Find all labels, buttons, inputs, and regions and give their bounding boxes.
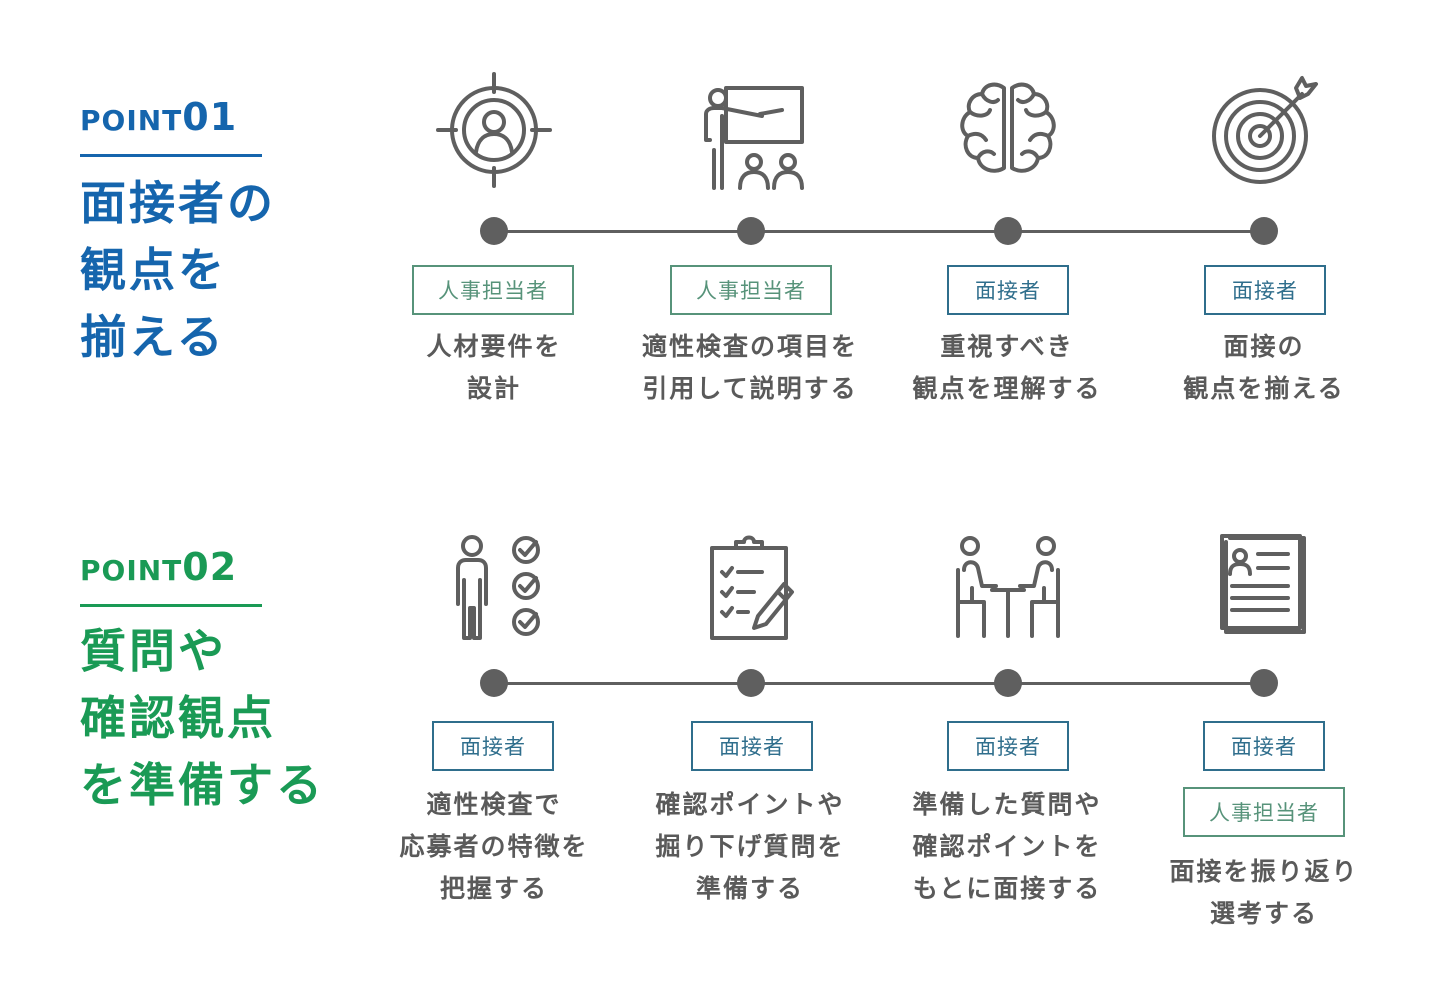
role-tag: 面接者 <box>947 265 1069 315</box>
point-01-title-line: 面接者の <box>80 176 276 230</box>
step-description-line: 準備する <box>695 874 804 903</box>
step-description-line: 面接の <box>1223 332 1305 361</box>
point-01-label-number: 01 <box>182 95 238 139</box>
timeline-dot <box>1250 669 1278 697</box>
role-tag: 人事担当者 <box>412 265 574 315</box>
step-description-line: 人材要件を <box>426 332 562 361</box>
step-description-line: 適性検査で <box>426 790 562 819</box>
point-02-label: POINT02 <box>80 545 237 589</box>
point-02-title-line: を準備する <box>80 758 325 812</box>
step-description-line: 観点を揃える <box>1183 374 1345 403</box>
timeline-dot <box>737 669 765 697</box>
resume-document-icon <box>1204 528 1324 648</box>
point-02-rule <box>80 604 262 607</box>
step-description: 準備した質問や 確認ポイントを もとに面接する <box>877 784 1137 910</box>
point-01-rule <box>80 154 262 157</box>
clipboard-pencil-icon <box>692 528 812 648</box>
brain-icon <box>948 70 1068 190</box>
step-description: 面接の 観点を揃える <box>1134 326 1394 410</box>
point-02-label-word: POINT <box>80 554 183 587</box>
timeline-dot <box>480 669 508 697</box>
step-description-line: 確認ポイントを <box>912 832 1102 861</box>
role-tag: 面接者 <box>432 721 554 771</box>
point-02-title: 質問や 確認観点 を準備する <box>80 618 325 819</box>
step-description-line: 応募者の特徴を <box>399 832 589 861</box>
timeline-dot <box>480 217 508 245</box>
timeline-dot <box>994 217 1022 245</box>
interview-table-icon <box>948 528 1068 648</box>
step-description: 確認ポイントや 掘り下げ質問を 準備する <box>620 784 880 910</box>
point-02-label-number: 02 <box>182 545 238 589</box>
step-description-line: 確認ポイントや <box>655 790 845 819</box>
target-person-icon <box>434 70 554 190</box>
point-01-label-word: POINT <box>80 104 183 137</box>
step-description: 重視すべき 観点を理解する <box>877 326 1137 410</box>
point-01-title: 面接者の 観点を 揃える <box>80 170 276 371</box>
role-tag: 人事担当者 <box>670 265 832 315</box>
step-description: 適性検査の項目を 引用して説明する <box>620 326 880 410</box>
step-description: 人材要件を 設計 <box>364 326 624 410</box>
step-description-line: 掘り下げ質問を <box>655 832 845 861</box>
timeline-dot <box>737 217 765 245</box>
step-description-line: 選考する <box>1209 899 1318 928</box>
point-01-title-line: 観点を <box>80 243 227 297</box>
role-tag: 面接者 <box>691 721 813 771</box>
role-tag: 人事担当者 <box>1183 787 1345 837</box>
step-description-line: 面接を振り返り <box>1169 857 1359 886</box>
presenter-board-icon <box>692 70 812 190</box>
step-description-line: 設計 <box>466 374 521 403</box>
timeline-line <box>494 682 1264 685</box>
point-01-title-line: 揃える <box>80 310 226 364</box>
person-checklist-icon <box>434 528 554 648</box>
step-description-line: 引用して説明する <box>642 374 858 403</box>
point-02-title-line: 質問や <box>80 624 227 678</box>
step-description-line: 準備した質問や <box>912 790 1102 819</box>
role-tag: 面接者 <box>1204 265 1326 315</box>
timeline-dot <box>1250 217 1278 245</box>
step-description-line: 重視すべき <box>940 332 1074 361</box>
step-description-line: 把握する <box>439 874 548 903</box>
step-description: 面接を振り返り 選考する <box>1134 851 1394 935</box>
step-description: 適性検査で 応募者の特徴を 把握する <box>364 784 624 910</box>
bullseye-arrow-icon <box>1204 70 1324 190</box>
point-01-label: POINT01 <box>80 95 237 139</box>
step-description-line: 適性検査の項目を <box>641 332 858 361</box>
step-description-line: 観点を理解する <box>912 374 1102 403</box>
role-tag: 面接者 <box>947 721 1069 771</box>
point-02-title-line: 確認観点 <box>80 691 276 745</box>
timeline-dot <box>994 669 1022 697</box>
role-tag: 面接者 <box>1203 721 1325 771</box>
step-description-line: もとに面接する <box>912 874 1102 903</box>
timeline-line <box>494 230 1264 233</box>
